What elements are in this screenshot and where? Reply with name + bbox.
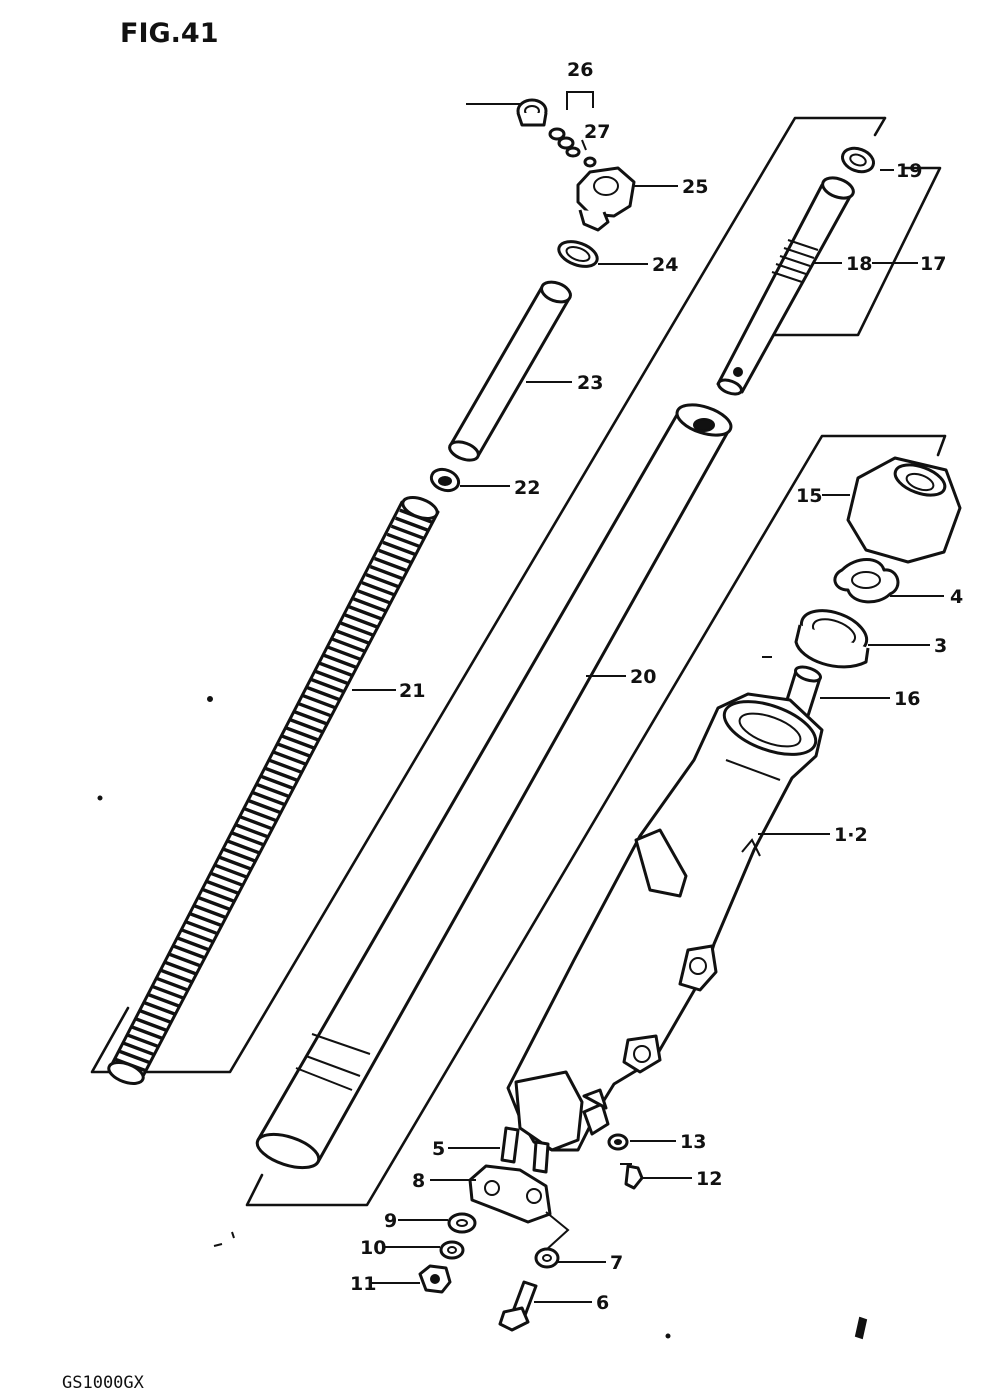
callout-15: 16 <box>894 688 920 710</box>
callout-26: 27 <box>584 121 610 143</box>
callout-4: 4 <box>950 586 963 608</box>
callout-16: 17 <box>920 253 946 275</box>
model-code: GS1000GX <box>62 1373 145 1393</box>
callout-14: 15 <box>796 485 822 507</box>
callout-10: 10 <box>360 1237 386 1259</box>
damper-rod-bolt <box>498 1280 538 1332</box>
washer <box>447 1212 477 1234</box>
fork-spring <box>107 496 440 1085</box>
callout-13: 13 <box>680 1131 706 1153</box>
callout-22: 23 <box>577 372 603 394</box>
scan-specks <box>97 656 868 1340</box>
oil-seal <box>794 609 870 669</box>
circlip <box>833 558 900 604</box>
callout-20: 21 <box>399 680 425 702</box>
spring-washer <box>439 1240 465 1260</box>
callout-6: 6 <box>596 1292 609 1314</box>
callout-21: 22 <box>514 477 540 499</box>
callout-19: 20 <box>630 666 656 688</box>
callout-17: 18 <box>846 253 872 275</box>
callout-23: 24 <box>652 254 678 276</box>
damper-rod <box>716 176 855 396</box>
o-ring <box>557 240 599 268</box>
bracket-outer-tube-group <box>90 116 887 1074</box>
callout-8: 8 <box>412 1170 425 1192</box>
axle-holder-nut <box>418 1264 452 1294</box>
fork-cap-bolt <box>576 166 636 232</box>
callout-labels: 26 27 25 24 23 22 21 20 19 18 17 15 4 3 … <box>350 59 963 1314</box>
bracket-cap-bolt-group <box>566 91 594 110</box>
callout-25: 26 <box>567 59 593 81</box>
axle-studs <box>500 1126 550 1174</box>
bracket-inner-tube-group <box>245 434 947 1207</box>
spacer-tube <box>448 280 572 462</box>
inner-tube <box>255 403 733 1170</box>
damper-top-ring <box>841 146 875 174</box>
drain-plug-washer <box>607 1133 629 1151</box>
outer-tube <box>506 692 824 1152</box>
spring-seat <box>429 467 461 493</box>
bracket-damper-rod-group <box>768 166 942 337</box>
figure-title: FIG.41 <box>120 18 218 49</box>
dust-boot <box>846 456 962 564</box>
callout-7: 7 <box>610 1252 623 1274</box>
callout-18: 19 <box>896 160 922 182</box>
axle-holder <box>468 1164 552 1224</box>
callout-5: 5 <box>432 1138 445 1160</box>
callout-11: 11 <box>350 1273 376 1295</box>
callout-3: 3 <box>934 635 947 657</box>
drain-washer <box>534 1247 560 1269</box>
cap-nut <box>516 98 548 127</box>
cap-washers <box>548 127 597 168</box>
callout-1-2: 1·2 <box>834 824 868 846</box>
callout-12: 12 <box>696 1168 722 1190</box>
leader-lines <box>352 103 944 1303</box>
callout-9: 9 <box>384 1210 397 1232</box>
drain-screw <box>620 1163 644 1190</box>
callout-24: 25 <box>682 176 708 198</box>
